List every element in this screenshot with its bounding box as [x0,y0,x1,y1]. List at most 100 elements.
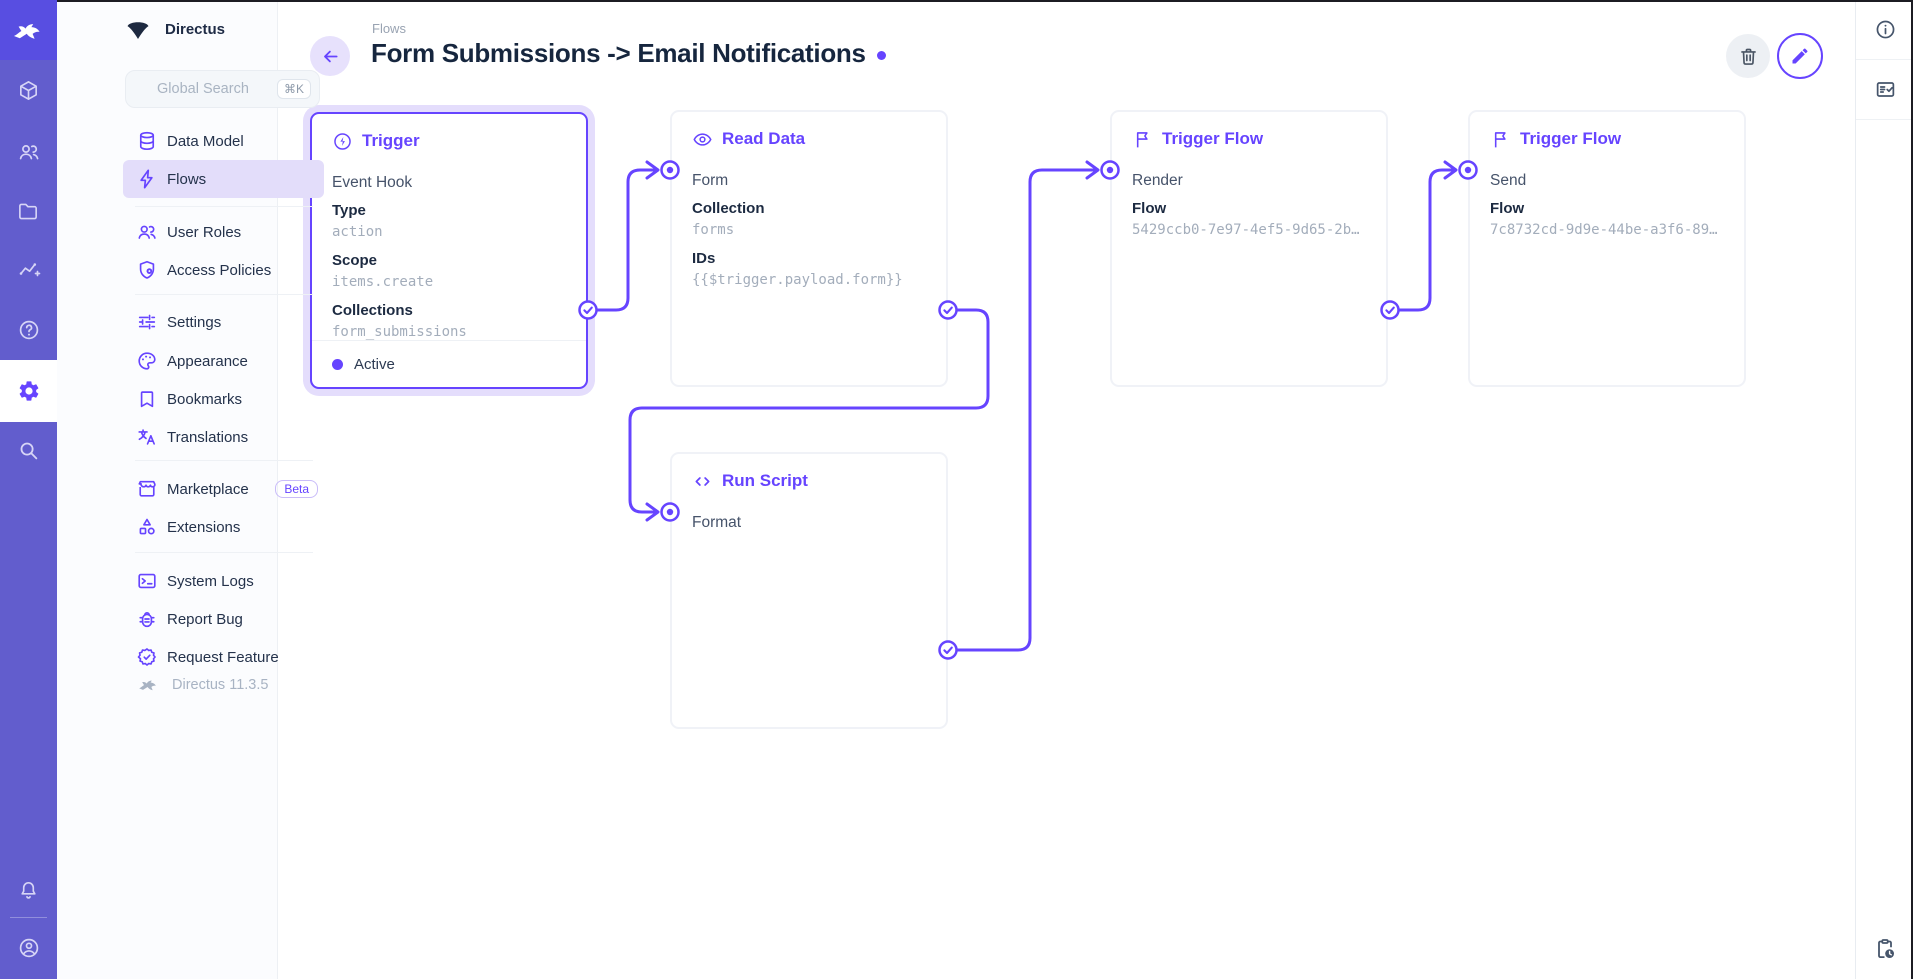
palette-icon [136,350,158,372]
search-shortcut-key: ⌘K [277,79,311,99]
sidebar-item-label: Flows [167,171,206,188]
connector-input-read-data[interactable] [662,162,679,179]
sidebar-item-marketplace[interactable]: Marketplace Beta [123,470,324,508]
module-search[interactable] [0,426,57,474]
user-roles-icon [136,221,158,243]
field-value: forms [692,220,926,240]
module-help[interactable] [0,306,57,354]
logs-sidebar-button[interactable] [1856,60,1913,120]
bell-icon [17,879,40,902]
module-users[interactable] [0,128,57,176]
nav-divider [135,552,313,553]
connector-output-trigger-flow-1[interactable] [1382,302,1399,319]
sidebar-item-label: Data Model [167,133,244,150]
sidebar-item-flows[interactable]: Flows [123,160,324,198]
pending-revisions-button[interactable] [1856,919,1913,979]
translate-icon [136,426,158,448]
sidebar-item-request-feature[interactable]: Request Feature [123,638,324,676]
module-files[interactable] [0,187,57,235]
field-label: Collections [332,301,566,321]
wire-arrowhead [647,162,658,178]
database-icon [136,130,158,152]
unsaved-status-dot [877,51,886,60]
bolt-icon [136,168,158,190]
field-value: 5429ccb0-7e97-4ef5-9d65-2b… [1132,220,1366,240]
field-value: action [332,222,566,242]
trigger-type: Event Hook [332,173,566,193]
back-button[interactable] [310,36,350,76]
sidebar-item-label: Appearance [167,353,248,370]
code-icon [692,471,713,492]
search-icon [17,439,40,462]
wire-run-script-to-trigger-flow-1 [948,170,1095,650]
sidebar-item-system-logs[interactable]: System Logs [123,562,324,600]
node-name: Render [1132,171,1366,191]
sidebar-item-label: Report Bug [167,611,243,628]
sidebar-item-access-policies[interactable]: Access Policies [123,251,324,289]
account-circle-icon [17,936,41,960]
flow-panel-run-script[interactable]: Run Script Format [670,452,948,729]
sidebar-item-user-roles[interactable]: User Roles [123,213,324,251]
flag-icon [1490,129,1511,150]
active-status-dot [332,359,343,370]
help-icon [17,318,41,342]
field-value: 7c8732cd-9d9e-44be-a3f6-89… [1490,220,1724,240]
module-settings-active[interactable] [0,360,57,422]
account-button[interactable] [0,924,57,972]
project-name: Directus [165,21,225,38]
notifications-button[interactable] [0,866,57,914]
version-info: Directus 11.3.5 [136,676,268,693]
sidebar-item-extensions[interactable]: Extensions [123,508,324,546]
sidebar-item-label: User Roles [167,224,241,241]
module-content[interactable] [0,66,57,114]
connector-output-trigger[interactable] [580,302,597,319]
connector-input-trigger-flow-2[interactable] [1460,162,1477,179]
panel-title: Trigger [362,131,420,151]
cube-icon [17,79,40,102]
field-value: form_submissions [332,322,566,342]
sidebar-item-translations[interactable]: Translations [123,418,324,456]
module-insights[interactable] [0,246,57,294]
clipboard-clock-icon [1873,937,1897,961]
sidebar-item-label: Bookmarks [167,391,242,408]
flag-icon [1132,129,1153,150]
bookmark-icon [136,388,158,410]
panel-title: Run Script [722,471,808,491]
global-search-input[interactable]: Global Search ⌘K [125,70,320,108]
sidebar-item-label: Settings [167,314,221,331]
connector-output-run-script[interactable] [940,642,957,659]
flow-panel-read-data[interactable]: Read Data Form Collection forms IDs {{$t… [670,110,948,387]
sidebar-item-appearance[interactable]: Appearance [123,342,324,380]
breadcrumb[interactable]: Flows [372,21,406,36]
panel-title: Trigger Flow [1162,129,1263,149]
connector-output-read-data[interactable] [940,302,957,319]
field-value: items.create [332,272,566,292]
project-chooser[interactable]: Directus [123,14,225,44]
sidebar-item-data-model[interactable]: Data Model [123,122,324,160]
fact-check-icon [1874,78,1897,101]
node-name: Format [692,513,926,533]
directus-logo-button[interactable] [0,0,57,60]
rabbit-logo-icon [12,17,46,43]
flow-panel-trigger[interactable]: Trigger Event Hook Type action Scope ite… [310,112,588,389]
connector-input-run-script[interactable] [662,504,679,521]
flow-panel-trigger-flow-render[interactable]: Trigger Flow Render Flow 5429ccb0-7e97-4… [1110,110,1388,387]
wire-arrowhead [1087,162,1098,178]
edit-flow-button[interactable] [1777,33,1823,79]
flow-panel-trigger-flow-send[interactable]: Trigger Flow Send Flow 7c8732cd-9d9e-44b… [1468,110,1746,387]
verified-check-icon [136,646,158,668]
sidebar-item-bookmarks[interactable]: Bookmarks [123,380,324,418]
wire-arrowhead [647,504,658,520]
sidebar-item-label: Access Policies [167,262,271,279]
users-icon [17,140,41,164]
bug-icon [136,608,158,630]
connector-input-trigger-flow-1[interactable] [1102,162,1119,179]
sidebar-item-report-bug[interactable]: Report Bug [123,600,324,638]
pencil-icon [1790,46,1810,66]
sidebar-item-settings[interactable]: Settings [123,303,324,341]
info-sidebar-button[interactable] [1856,0,1913,60]
storefront-icon [136,478,158,500]
delete-flow-button[interactable] [1726,34,1770,78]
sliders-icon [136,311,158,333]
